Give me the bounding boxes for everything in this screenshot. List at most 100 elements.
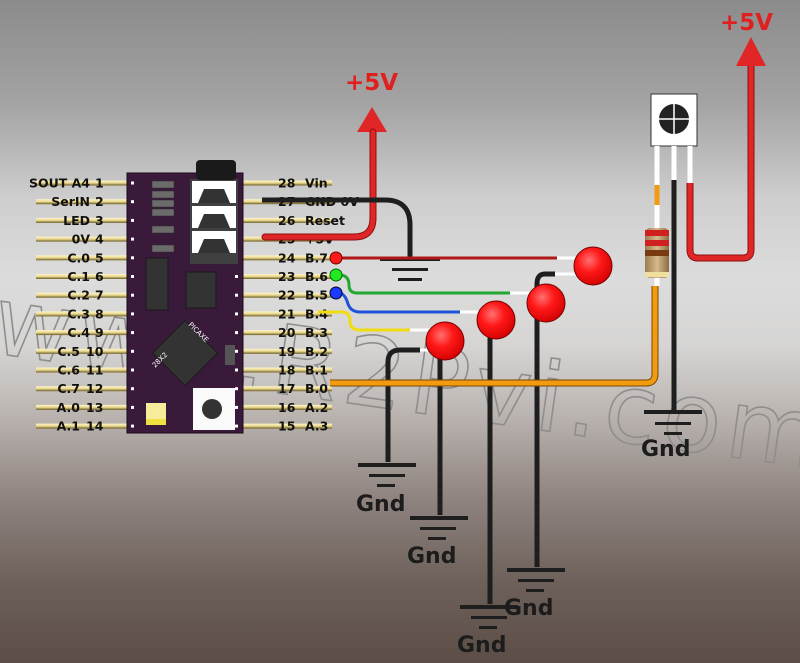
right-pin: 19 B.2 bbox=[242, 344, 332, 359]
pin-lead bbox=[242, 274, 332, 279]
left-pin-label: C.2 bbox=[67, 288, 90, 303]
left-pin-label: C.4 bbox=[67, 325, 90, 340]
pin-dot-b7 bbox=[329, 251, 343, 265]
right-pin-number: 24 bbox=[278, 250, 296, 265]
left-pin: 0V 4 bbox=[36, 232, 128, 247]
left-pin-label: SerIN bbox=[51, 194, 90, 209]
power-arrow-icon bbox=[357, 107, 387, 132]
left-pin-number: 12 bbox=[86, 381, 103, 396]
left-pin-number: 6 bbox=[95, 269, 104, 284]
left-pin-number: 2 bbox=[95, 194, 104, 209]
power-label-5v: +5V bbox=[345, 70, 398, 96]
left-pin: C.0 5 bbox=[36, 250, 128, 265]
power-arrow-icon-sensor bbox=[736, 37, 766, 66]
right-pin-number: 28 bbox=[278, 176, 295, 191]
right-pin-number: 22 bbox=[278, 288, 295, 303]
led-ground-legs: Gnd Gnd Gnd Gnd bbox=[356, 271, 565, 658]
power-wire-sensor bbox=[687, 66, 754, 261]
left-pin: SerIN 2 bbox=[36, 194, 128, 209]
right-pin-label: A.3 bbox=[305, 419, 328, 434]
power-label-5v-sensor: +5V bbox=[720, 10, 773, 36]
left-pin-label: SOUT A4 bbox=[29, 176, 90, 191]
left-pin: C.7 12 bbox=[36, 381, 128, 396]
left-pin: A.0 13 bbox=[36, 400, 128, 415]
gnd-label-5: Gnd bbox=[641, 437, 690, 462]
right-pin-label: B.2 bbox=[305, 344, 328, 359]
right-pin-label: B.3 bbox=[305, 325, 328, 340]
pin-lead bbox=[242, 311, 332, 317]
right-pin-number: 19 bbox=[278, 344, 295, 359]
left-pin-label: A.0 bbox=[57, 400, 81, 415]
right-pin: 22 B.5 bbox=[242, 288, 332, 303]
right-pin-label: B.6 bbox=[305, 269, 328, 284]
left-pin: C.5 10 bbox=[36, 344, 128, 359]
left-pin-label: 0V bbox=[72, 232, 91, 247]
wire-b6 bbox=[329, 268, 540, 295]
left-pin-number: 4 bbox=[95, 232, 104, 247]
microcontroller-board: PICAXE 28X2 bbox=[126, 160, 244, 434]
gnd-label-2: Gnd bbox=[407, 544, 456, 569]
left-pin-number: 13 bbox=[86, 400, 103, 415]
pin-lead bbox=[36, 180, 128, 186]
pin-lead bbox=[242, 386, 332, 392]
led-2 bbox=[526, 283, 566, 323]
wire-b0 bbox=[330, 286, 659, 387]
left-pin: C.6 11 bbox=[36, 363, 128, 378]
left-pin-number: 5 bbox=[95, 250, 104, 265]
power-wire bbox=[262, 129, 376, 240]
pin-lead bbox=[36, 367, 128, 373]
right-pin-number: 18 bbox=[278, 363, 295, 378]
pin-lead bbox=[36, 423, 128, 429]
right-pin-number: 20 bbox=[278, 325, 296, 340]
power-5v-main: +5V bbox=[261, 70, 398, 241]
ir-receiver: Gnd bbox=[641, 93, 702, 462]
audio-connector bbox=[190, 160, 238, 264]
right-pin-label: B.0 bbox=[305, 381, 328, 396]
left-pin-label: C.6 bbox=[57, 363, 80, 378]
chip-rect-left bbox=[145, 257, 169, 311]
right-pin: 23 B.6 bbox=[242, 269, 332, 284]
right-pin-label: B.7 bbox=[305, 250, 328, 265]
left-pin-label: C.0 bbox=[67, 250, 90, 265]
left-pin-label: C.5 bbox=[57, 344, 80, 359]
gnd-label-1: Gnd bbox=[356, 492, 405, 517]
pin-lead bbox=[36, 348, 128, 354]
right-pin: 20 B.3 bbox=[242, 325, 332, 340]
leds bbox=[425, 246, 613, 361]
right-pin-label: B.1 bbox=[305, 363, 328, 378]
right-pin-label: B.4 bbox=[305, 306, 328, 321]
left-pin-number: 11 bbox=[86, 363, 103, 378]
pin-lead bbox=[36, 199, 128, 205]
pin-lead bbox=[242, 367, 332, 373]
pin-lead bbox=[36, 404, 128, 410]
right-pin: 15 A.3 bbox=[242, 419, 332, 434]
pin-dot-b5 bbox=[329, 286, 343, 300]
right-pin-number: 23 bbox=[278, 269, 295, 284]
led-3 bbox=[476, 300, 516, 340]
left-pin-label: C.7 bbox=[57, 381, 80, 396]
pin-lead bbox=[242, 180, 332, 186]
reset-button bbox=[193, 388, 235, 430]
pin-lead bbox=[242, 423, 332, 429]
pin-lead bbox=[36, 236, 128, 242]
led-1 bbox=[573, 246, 613, 286]
right-pin-number: 17 bbox=[278, 381, 295, 396]
right-pin-number: 15 bbox=[278, 419, 295, 434]
pin-lead bbox=[36, 330, 128, 336]
left-pin-label: C.3 bbox=[67, 306, 90, 321]
left-pin-number: 3 bbox=[95, 213, 104, 228]
left-pin-number: 10 bbox=[86, 344, 104, 359]
right-pin-label: B.5 bbox=[305, 288, 328, 303]
left-pin-label: A.1 bbox=[57, 419, 80, 434]
right-pin-label: Reset bbox=[305, 213, 345, 228]
